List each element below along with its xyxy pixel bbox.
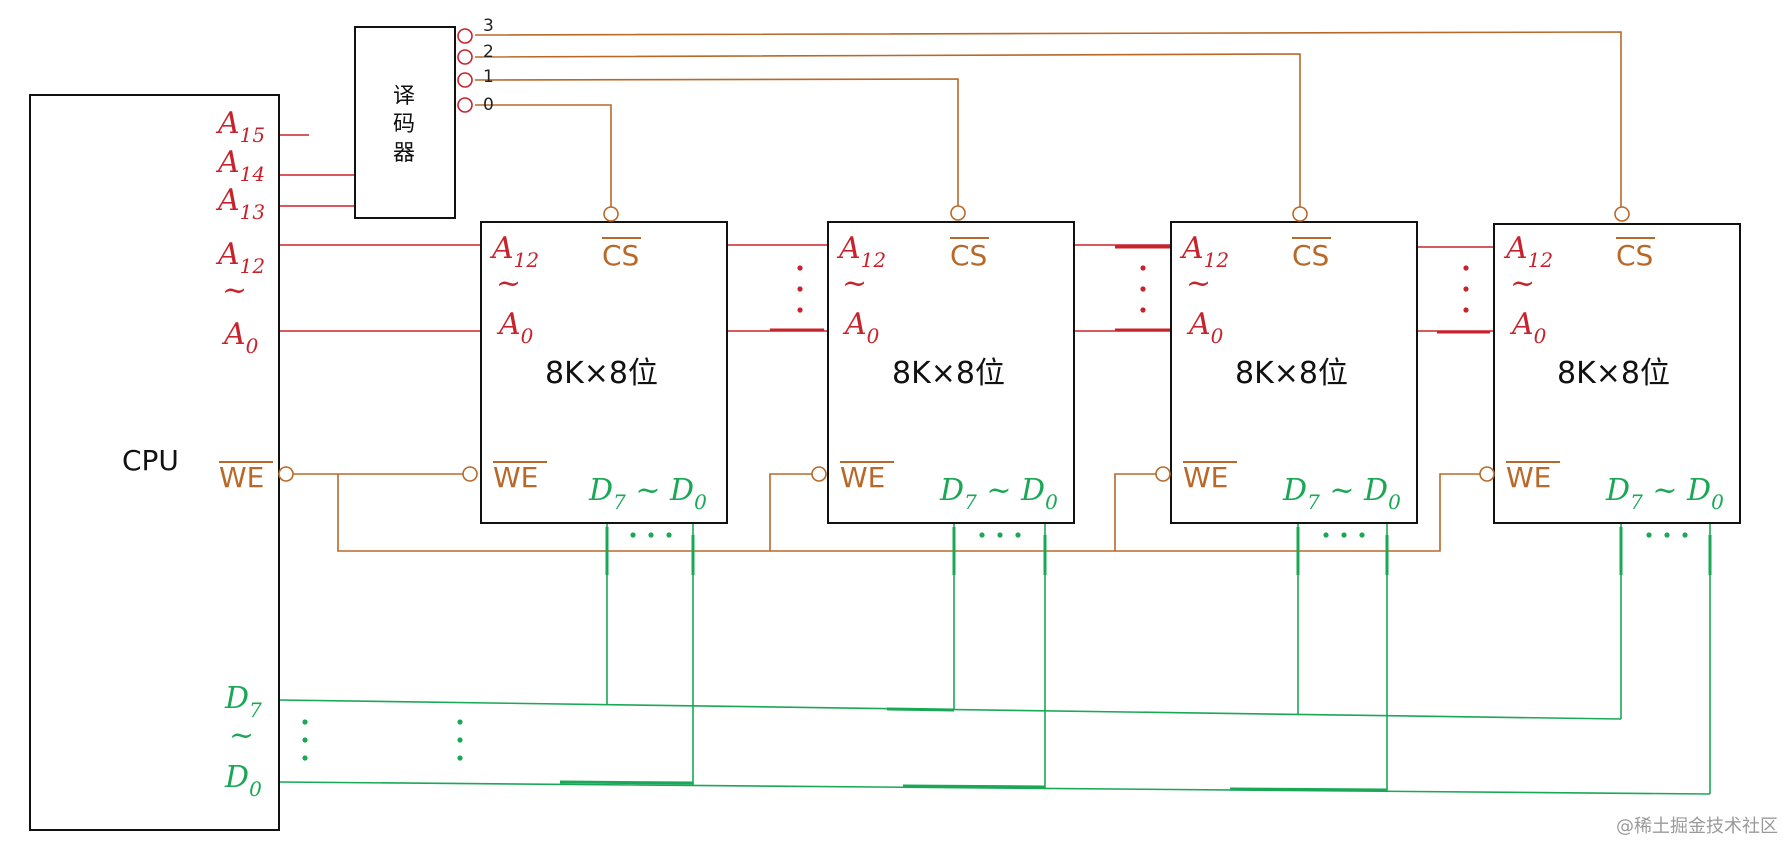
decoder-out-2-label: 2	[483, 42, 494, 62]
chip-1-a12-label: A12	[489, 231, 539, 272]
chip-2-data-label: D7 ~ D0	[939, 473, 1058, 514]
cpu-we-bubble	[278, 466, 294, 482]
chip-4-title: 8K×8位	[1557, 356, 1670, 391]
cpu-block: CPU A15 A14 A13 A12 ~ A0 WE D7 ~ D0	[29, 94, 294, 831]
data-bus-thick-segments	[559, 527, 1712, 792]
memory-chip-1: CS A12 ~ A0 8K×8位 WE D7 ~ D0	[462, 206, 728, 524]
cpu-label: CPU	[122, 444, 179, 477]
memory-chip-2: CS A12 ~ A0 8K×8位 WE D7 ~ D0	[811, 205, 1075, 524]
cpu-a12-label: A12	[215, 237, 265, 278]
chip-3-cs-bubble	[1292, 206, 1308, 222]
decoder-out-3-label: 3	[483, 16, 494, 36]
chip-2-a12-label: A12	[836, 231, 886, 272]
cpu-d7-label: D7	[224, 681, 262, 722]
chip-2-cs-label: CS	[950, 239, 987, 272]
cpu-high-address-wires	[279, 134, 355, 207]
data-bus-horizontal-dots	[630, 532, 1688, 538]
chip-3-a12-label: A12	[1179, 231, 1229, 272]
cpu-a15-label: A15	[215, 106, 265, 147]
decoder-wire-0	[475, 104, 612, 207]
cpu-a14-label: A14	[215, 145, 265, 186]
watermark-text: @稀土掘金技术社区	[1616, 816, 1778, 837]
memory-chip-4: CS A12 ~ A0 8K×8位 WE D7 ~ D0	[1479, 206, 1741, 524]
data-bus-vertical-dots	[302, 719, 463, 761]
chip-1-a0-label: A0	[496, 307, 534, 348]
decoder-wire-3	[474, 31, 1622, 207]
decoder-label-char-1: 译	[393, 84, 415, 109]
decoder-out-0-label: 0	[483, 95, 494, 115]
decoder-out-0-bubble	[457, 97, 473, 113]
chip-2-a0-label: A0	[842, 307, 880, 348]
decoder-label-char-3: 器	[393, 141, 415, 166]
cpu-a13-label: A13	[215, 183, 265, 224]
chip-3-we-bubble	[1155, 466, 1171, 482]
chip-1-title: 8K×8位	[545, 356, 658, 391]
chip-4-we-bubble	[1479, 466, 1495, 482]
chip-1-box	[480, 221, 728, 524]
chip-1-we-label: WE	[493, 461, 538, 494]
chip-1-we-bubble	[462, 466, 478, 482]
data-bus-wires	[278, 523, 1711, 795]
memory-chip-3: CS A12 ~ A0 8K×8位 WE D7 ~ D0	[1155, 206, 1418, 524]
chip-4-cs-bubble	[1614, 206, 1630, 222]
chip-4-we-label: WE	[1506, 461, 1551, 494]
chip-4-box	[1493, 223, 1741, 524]
decoder-out-2-bubble	[457, 49, 473, 65]
decoder-out-1-label: 1	[483, 67, 494, 87]
chip-1-cs-label: CS	[602, 239, 639, 272]
we-bus-wires	[293, 473, 1483, 552]
chip-3-cs-label: CS	[1292, 239, 1329, 272]
decoder-out-3-bubble	[457, 28, 473, 44]
chip-2-addr-tilde: ~	[842, 266, 867, 301]
chip-2-we-label: WE	[840, 461, 885, 494]
chip-3-title: 8K×8位	[1235, 356, 1348, 391]
decoder-output-wires	[474, 31, 1622, 207]
chip-1-cs-bubble	[603, 206, 619, 222]
chip-2-box	[827, 221, 1075, 524]
cpu-a0-label: A0	[221, 317, 259, 358]
chip-1-data-label: D7 ~ D0	[588, 473, 707, 514]
chip-4-addr-tilde: ~	[1510, 266, 1535, 301]
address-bus-vertical-dots	[797, 265, 1469, 313]
decoder-wire-1	[474, 78, 959, 207]
chip-3-addr-tilde: ~	[1186, 266, 1211, 301]
chip-2-title: 8K×8位	[892, 356, 1005, 391]
chip-4-a12-label: A12	[1503, 231, 1553, 272]
chip-3-data-label: D7 ~ D0	[1282, 473, 1401, 514]
decoder-out-1-bubble	[457, 72, 473, 88]
cpu-addr-tilde: ~	[222, 273, 247, 308]
decoder-wire-2	[474, 53, 1301, 207]
decoder-box	[354, 26, 456, 219]
cpu-data-tilde: ~	[229, 718, 254, 753]
chip-3-we-label: WE	[1183, 461, 1228, 494]
decoder-block: 译 码 器 3 2 1 0	[354, 16, 494, 219]
chip-4-data-label: D7 ~ D0	[1605, 473, 1724, 514]
chip-1-addr-tilde: ~	[496, 266, 521, 301]
chip-3-a0-label: A0	[1186, 307, 1224, 348]
decoder-label-char-2: 码	[393, 112, 415, 137]
cpu-d0-label: D0	[224, 760, 262, 801]
address-bus-thick-segments	[770, 245, 1490, 334]
chip-4-a0-label: A0	[1509, 307, 1547, 348]
chip-3-box	[1170, 221, 1418, 524]
chip-4-cs-label: CS	[1616, 239, 1653, 272]
chip-2-we-bubble	[811, 466, 827, 482]
chip-2-cs-bubble	[950, 205, 966, 221]
cpu-we-label: WE	[219, 461, 264, 494]
